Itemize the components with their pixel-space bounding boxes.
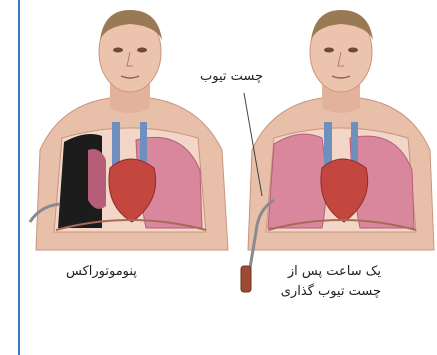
figure-pneumothorax [30,10,228,250]
figure-after-chest-tube [241,10,434,292]
label-after-chest-tube: یک ساعت پس از چست تیوب گذاری [271,262,381,301]
chest-tube-end [241,266,251,292]
label-chest-tube: چست تیوب [200,67,263,87]
label-after-line2: چست تیوب گذاری [271,282,381,302]
label-pneumothorax: پنوموتوراکس [66,262,137,282]
collapsed-lung [88,149,106,209]
left-lung-expanded [268,134,326,228]
label-after-line1: یک ساعت پس از [271,262,381,282]
